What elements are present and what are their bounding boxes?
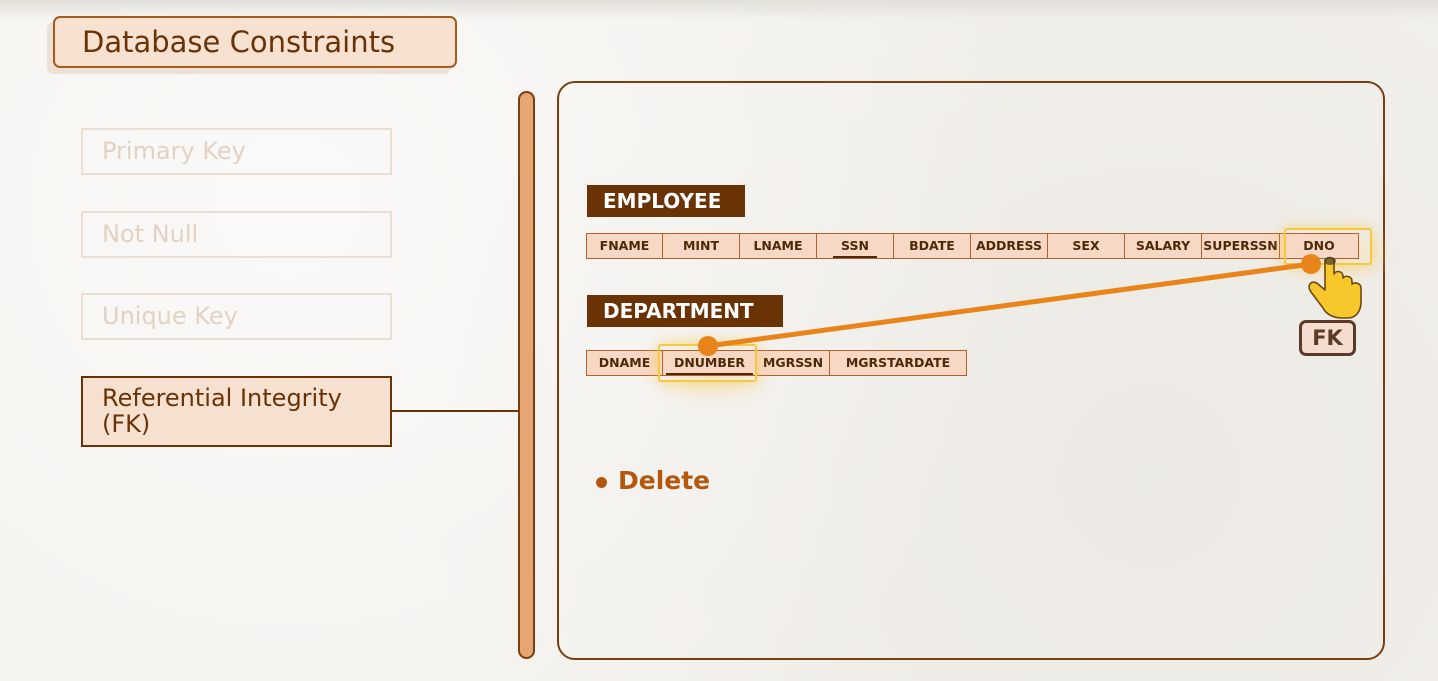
vertical-divider-bar xyxy=(518,91,535,659)
fk-badge: FK xyxy=(1299,320,1356,356)
bullet-item: Delete xyxy=(596,466,710,495)
column-cell-bdate: BDATE xyxy=(893,233,971,259)
column-label: SEX xyxy=(1072,238,1100,253)
column-label: SALARY xyxy=(1135,238,1191,253)
nav-item-not-null[interactable]: Not Null xyxy=(81,211,392,258)
column-label: DNO xyxy=(1303,238,1335,253)
bullet-text: Delete xyxy=(618,466,711,495)
column-cell-address: ADDRESS xyxy=(970,233,1048,259)
column-label: FNAME xyxy=(599,238,650,253)
column-cell-salary: SALARY xyxy=(1124,233,1202,259)
column-label: DNUMBER xyxy=(665,353,754,375)
column-cell-superssn: SUPERSSN xyxy=(1201,233,1280,259)
column-cell-dno: DNO xyxy=(1279,233,1359,259)
department-table-label: DEPARTMENT xyxy=(587,295,783,327)
column-cell-fname: FNAME xyxy=(586,233,663,259)
content-panel xyxy=(557,81,1385,660)
fk-line-start-dot xyxy=(698,336,718,356)
department-columns-row: DNAME DNUMBER MGRSSN MGRSTARDATE xyxy=(586,350,967,376)
column-cell-mgrstardate: MGRSTARDATE xyxy=(829,350,967,376)
column-label: DNAME xyxy=(598,355,651,370)
column-label: MGRSSN xyxy=(762,355,824,370)
top-shadow xyxy=(0,0,1438,20)
column-label: LNAME xyxy=(753,238,803,253)
hand-pointer-icon xyxy=(1308,256,1362,319)
column-cell-ssn: SSN xyxy=(816,233,894,259)
column-cell-mint: MINT xyxy=(662,233,740,259)
nav-item-referential-integrity[interactable]: Referential Integrity (FK) xyxy=(81,376,392,447)
nav-item-label-line2: (FK) xyxy=(102,410,151,438)
nav-connector-line xyxy=(392,410,520,412)
column-label: SUPERSSN xyxy=(1203,238,1278,253)
bullet-dot-icon xyxy=(596,477,607,488)
nav-item-primary-key[interactable]: Primary Key xyxy=(81,128,392,175)
column-cell-dname: DNAME xyxy=(586,350,663,376)
nav-item-label: Referential Integrity xyxy=(102,384,342,412)
column-label: MGRSTARDATE xyxy=(845,355,951,370)
column-label: BDATE xyxy=(909,238,955,253)
employee-table-label: EMPLOYEE xyxy=(587,185,745,217)
column-label: SSN xyxy=(833,236,877,258)
fk-arrow-line xyxy=(705,261,1314,349)
column-label: ADDRESS xyxy=(975,238,1043,253)
nav-item-unique-key[interactable]: Unique Key xyxy=(81,293,392,340)
page-title: Database Constraints xyxy=(53,16,457,68)
employee-columns-row: FNAME MINT LNAME SSN BDATE ADDRESS SEX SALARY SU… xyxy=(586,233,1359,259)
column-label: MINT xyxy=(682,238,720,253)
column-cell-lname: LNAME xyxy=(739,233,817,259)
fk-line-end-dot xyxy=(1301,254,1321,274)
